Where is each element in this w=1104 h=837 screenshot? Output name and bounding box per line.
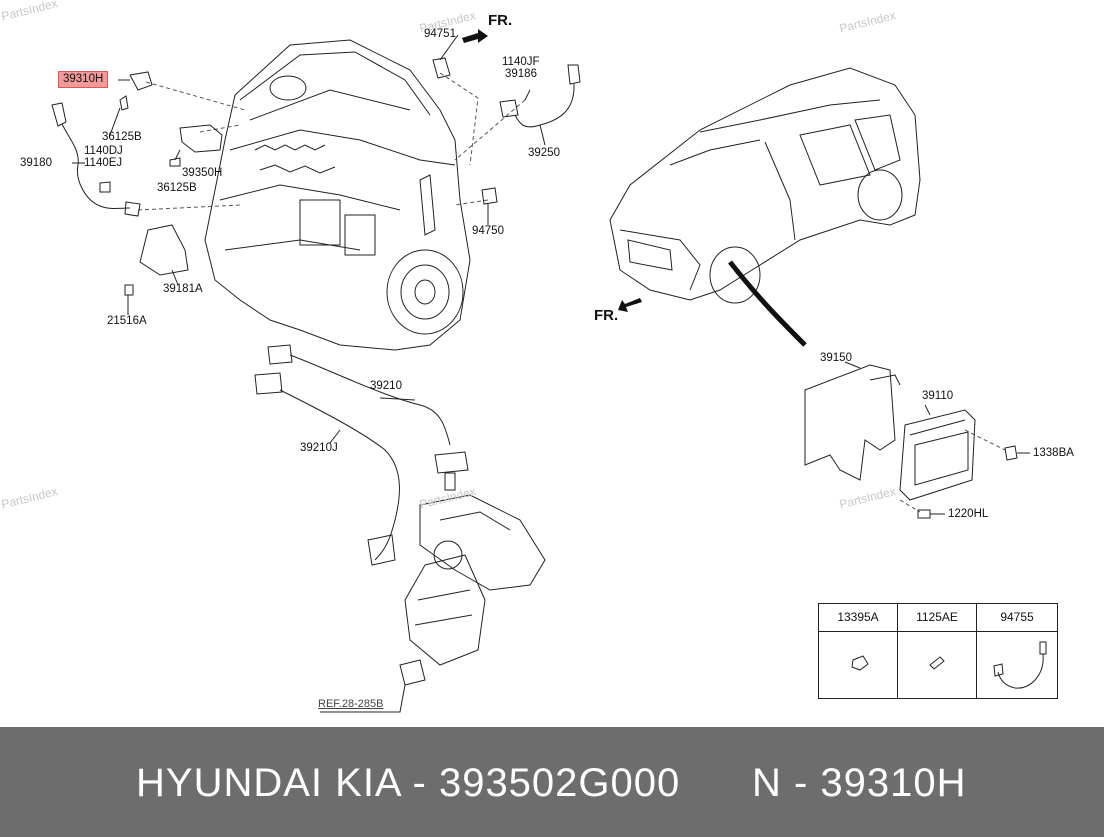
front-direction-label: FR. [594, 307, 619, 324]
callout-1140ej[interactable]: 1140EJ [84, 157, 123, 169]
legend-header: 1125AE [898, 604, 976, 632]
parts-diagram: PartsIndex PartsIndex PartsIndex PartsIn… [0, 0, 1074, 713]
diagram-drawing [51, 29, 1047, 713]
callout-94751[interactable]: 94751 [424, 28, 456, 40]
callout-94750[interactable]: 94750 [472, 225, 504, 237]
reference-link[interactable]: REF.28-285B [318, 698, 384, 710]
callout-39180[interactable]: 39180 [20, 157, 52, 169]
brand-part-number: HYUNDAI KIA - 393502G000 [136, 761, 681, 805]
callout-21516a[interactable]: 21516A [107, 315, 147, 327]
engine-block-drawing [204, 39, 471, 351]
sensor-harness-icon [997, 653, 1044, 689]
parts-legend-table: 13395A 1125AE 94755 [818, 603, 1058, 699]
callout-1338ba[interactable]: 1338BA [1033, 447, 1074, 459]
legend-cell[interactable]: 1125AE [898, 604, 977, 698]
callout-39110[interactable]: 39110 [922, 390, 954, 402]
front-arrow-top [462, 29, 488, 43]
callout-39250[interactable]: 39250 [528, 147, 560, 159]
legend-cell[interactable]: 13395A [819, 604, 898, 698]
callout-39350h[interactable]: 39350H [182, 167, 223, 179]
callout-39210j[interactable]: 39210J [300, 442, 338, 454]
callout-39186[interactable]: 39186 [505, 68, 537, 80]
callout-39181a[interactable]: 39181A [163, 283, 203, 295]
oem-code: N - 39310H [752, 761, 967, 805]
part-number-footer: HYUNDAI KIA - 393502G000 N - 39310H [0, 727, 1104, 837]
callout-1140dj[interactable]: 1140DJ [84, 145, 123, 157]
front-arrow-car [618, 298, 642, 312]
vehicle-drawing [609, 67, 921, 304]
legend-header: 13395A [819, 604, 897, 632]
callout-36125b-lower[interactable]: 36125B [157, 182, 197, 194]
callout-39210[interactable]: 39210 [370, 380, 402, 392]
bolt-icon [929, 656, 945, 670]
legend-cell[interactable]: 94755 [977, 604, 1057, 698]
callout-39150[interactable]: 39150 [820, 352, 852, 364]
legend-header: 94755 [977, 604, 1057, 632]
callout-36125b[interactable]: 36125B [102, 131, 142, 143]
nut-icon [851, 655, 869, 671]
front-direction-label: FR. [488, 12, 513, 29]
callout-1140jf[interactable]: 1140JF [502, 56, 540, 68]
callout-1220hl[interactable]: 1220HL [948, 508, 989, 520]
callout-39310h-highlighted[interactable]: 39310H [58, 71, 109, 88]
